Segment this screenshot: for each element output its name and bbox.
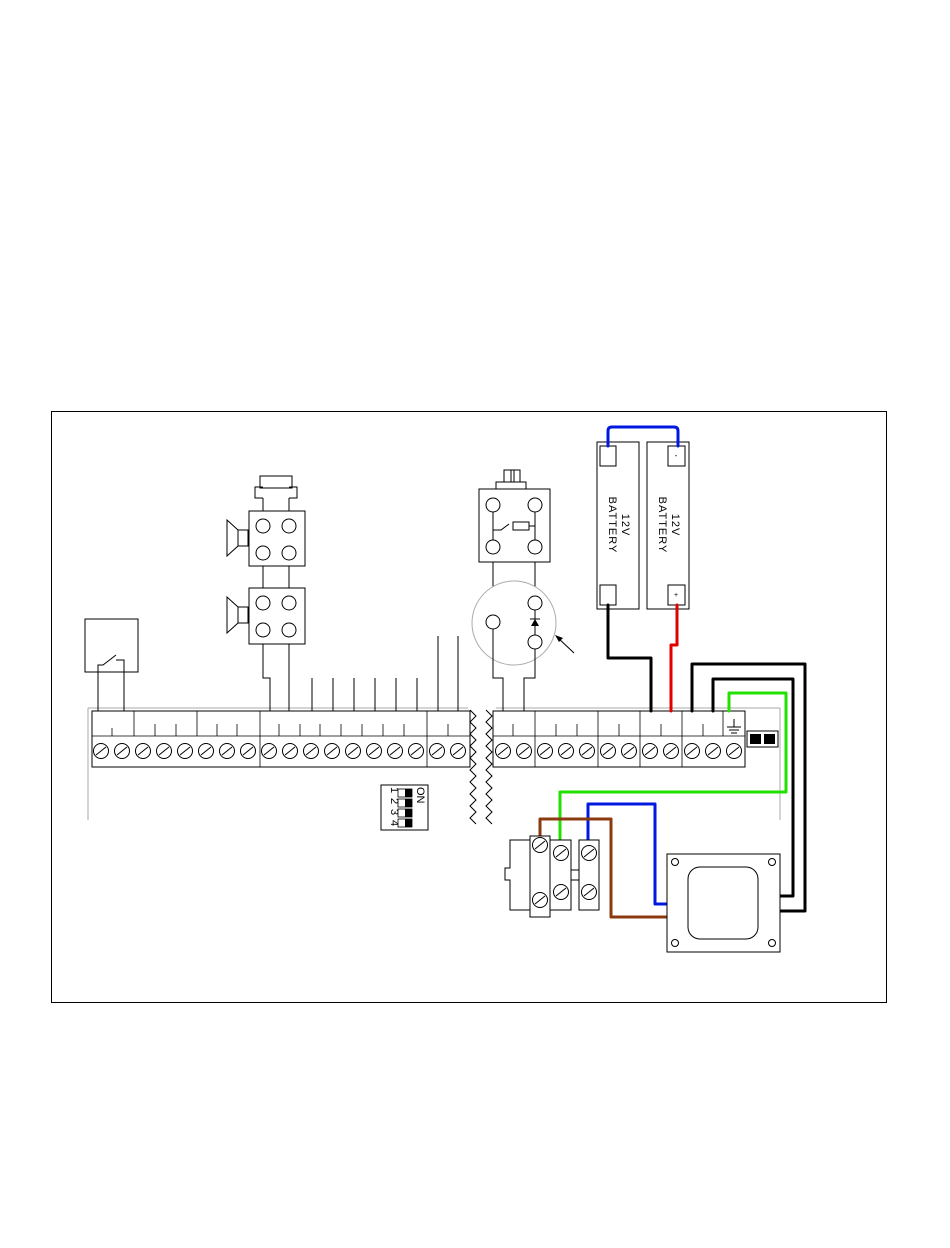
- battery-right-label: BATTERY: [656, 497, 668, 554]
- battery-right-negative: -: [675, 451, 678, 460]
- speaker-module-upper: [227, 511, 305, 566]
- switch-box: [85, 619, 138, 711]
- battery-left-label: BATTERY: [606, 497, 618, 554]
- relay-module: [479, 470, 550, 562]
- battery-left-voltage: 12V: [619, 514, 631, 537]
- diode-sensor: [472, 581, 574, 665]
- transformer: [667, 854, 780, 952]
- battery-red-wire: [671, 605, 677, 711]
- mains-connector: [505, 836, 599, 917]
- jumper-block: [747, 731, 778, 747]
- battery-black-wire: [608, 605, 651, 711]
- speaker-module-lower: [227, 588, 305, 644]
- battery-right: - + 12V BATTERY: [647, 442, 689, 609]
- speaker-icon: [227, 520, 248, 556]
- battery-left: 12V BATTERY: [597, 442, 639, 609]
- fuse-holder: [255, 476, 297, 512]
- board-break-lines: [470, 710, 492, 824]
- pointer-arrow-icon: [555, 635, 574, 653]
- speaker-icon: [227, 597, 248, 633]
- dip-switch: ON 1 2 3 4: [381, 785, 428, 830]
- battery-left-top-terminal: [600, 446, 616, 466]
- battery-right-positive: +: [674, 592, 678, 599]
- battery-left-bottom-terminal: [600, 585, 616, 605]
- dip-on-label: ON: [414, 787, 426, 804]
- battery-right-voltage: 12V: [669, 514, 681, 537]
